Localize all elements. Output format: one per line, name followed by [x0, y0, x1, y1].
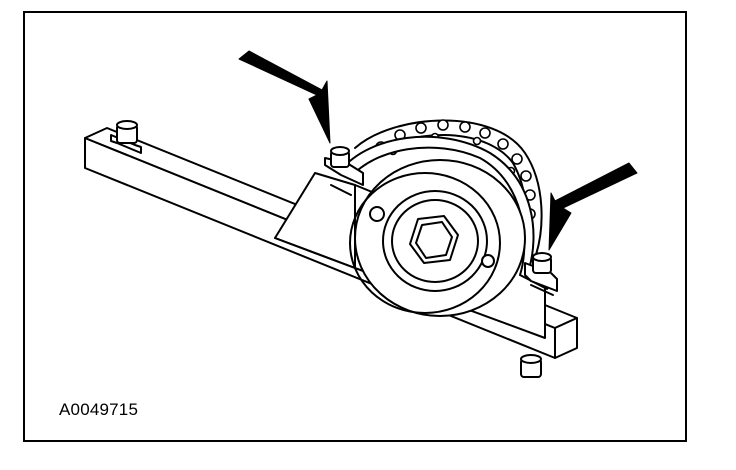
left-hold-down-bolt: [110, 120, 142, 154]
right-cap-bolt: [524, 252, 558, 296]
left-cap-bolt: [324, 146, 364, 196]
arrow-icon: [238, 50, 331, 144]
base-plate-end: [554, 317, 578, 359]
dowel-hole-left: [369, 206, 385, 222]
dowel-hole-right: [481, 254, 495, 268]
bearing-cap-diagram: [84, 50, 638, 378]
right-hold-down-bolt: [520, 354, 542, 378]
center-hex-bolt: [409, 215, 459, 264]
figure-frame: A0049715: [23, 11, 687, 442]
arrow-icon: [548, 162, 638, 251]
figure-id-label: A0049715: [59, 400, 139, 419]
pointer-arrows: [238, 50, 638, 251]
